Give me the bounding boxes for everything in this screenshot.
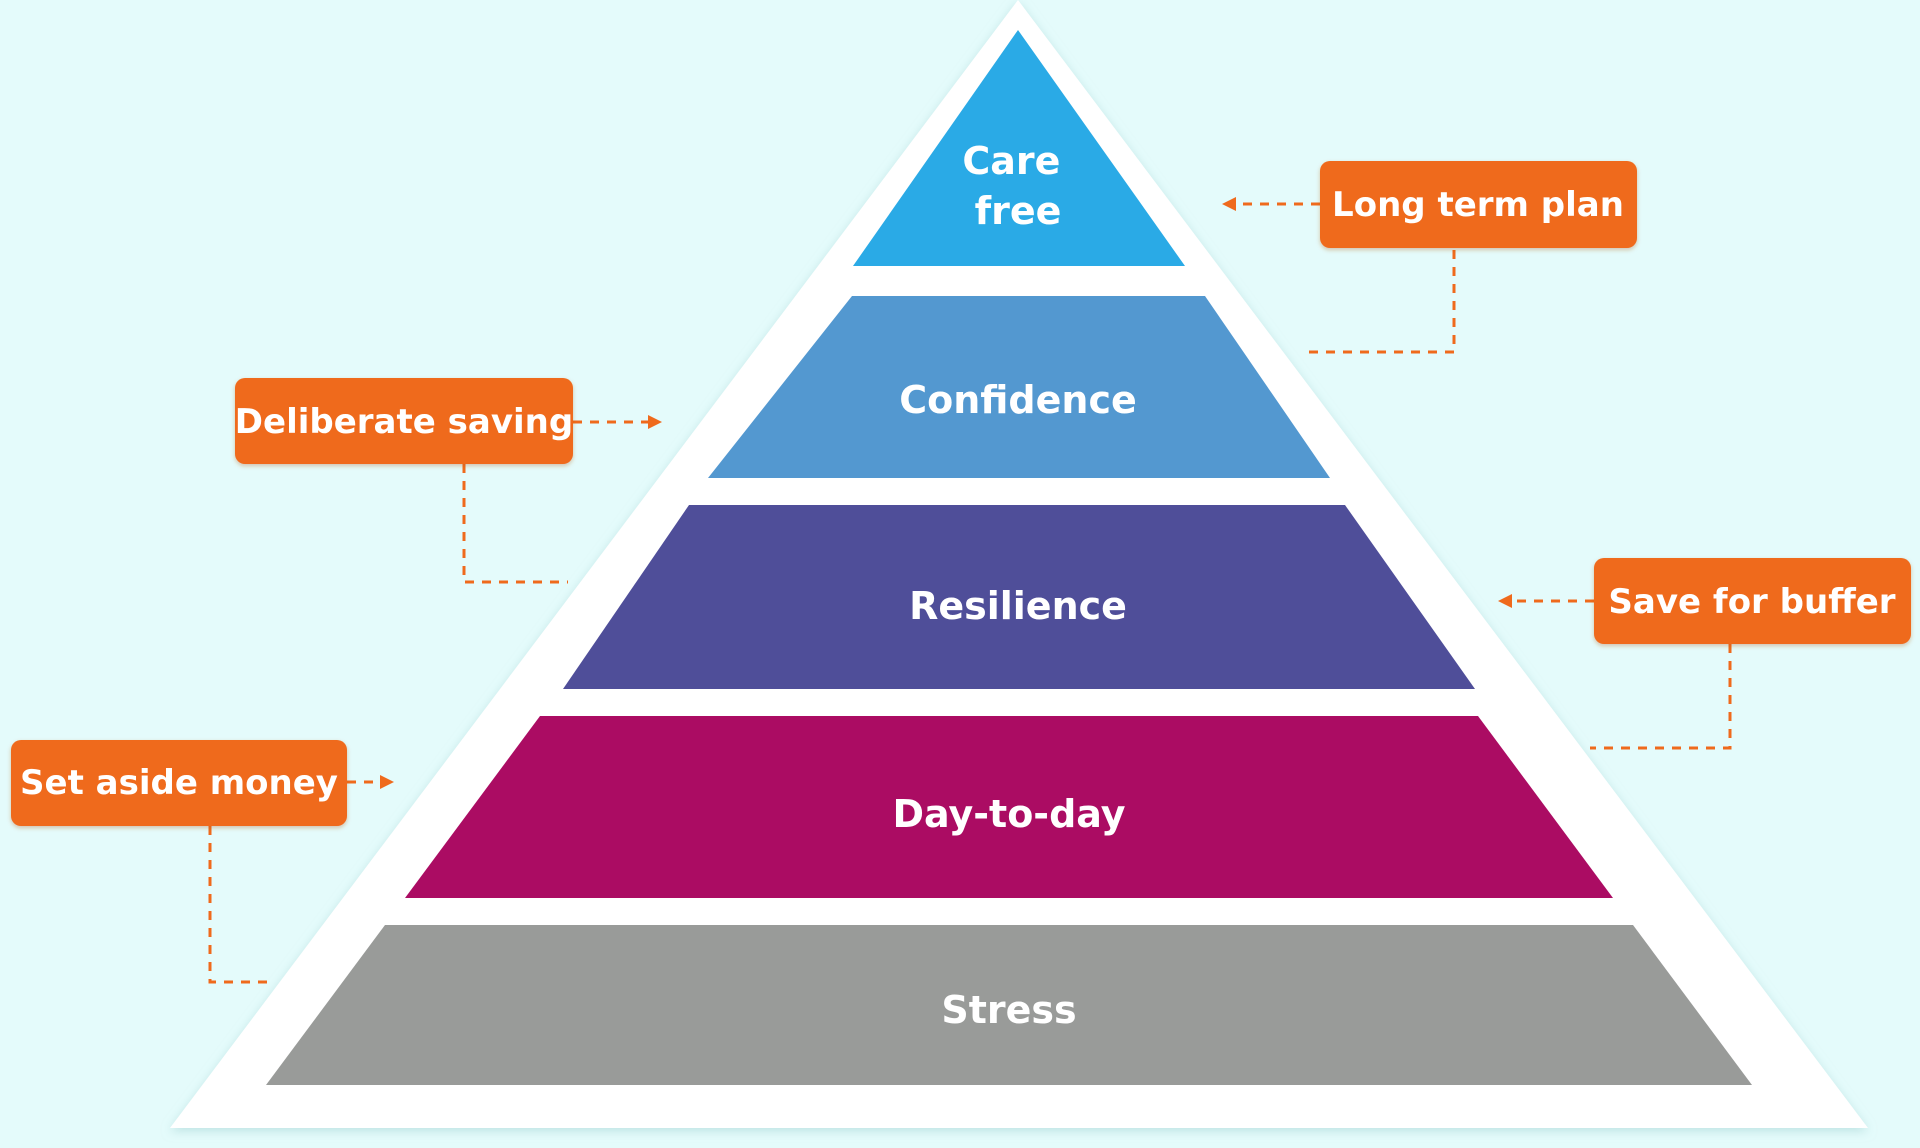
connector-long-term-plan bbox=[1304, 250, 1456, 354]
tier-day-to-day-label: Day-to-day bbox=[892, 792, 1125, 836]
arrow-set-aside-money-icon bbox=[380, 775, 394, 789]
connector-set-aside-money bbox=[208, 826, 275, 984]
callout-set-aside-money-box bbox=[11, 740, 347, 826]
tier-day-to-day-band bbox=[405, 716, 1613, 898]
callout-deliberate-saving-box bbox=[235, 378, 573, 464]
tier-resilience: Resilience bbox=[563, 505, 1475, 689]
tier-care-free-line-1: Care bbox=[962, 139, 1060, 183]
arrow-save-for-buffer-icon bbox=[1498, 594, 1512, 608]
tier-stress: Stress bbox=[266, 925, 1752, 1085]
arrow-long-term-plan-icon bbox=[1222, 197, 1236, 211]
callout-save-for-buffer-box bbox=[1594, 558, 1911, 644]
tier-stress-label: Stress bbox=[941, 988, 1076, 1032]
tier-care-free-label: Care free bbox=[962, 139, 1073, 233]
connector-save-for-buffer bbox=[1590, 644, 1732, 750]
callout-long-term-plan-label: Long term plan bbox=[1332, 185, 1624, 225]
tier-confidence: Confidence bbox=[708, 296, 1330, 478]
tier-resilience-band bbox=[563, 505, 1475, 689]
arrow-deliberate-saving-icon bbox=[648, 415, 662, 429]
callout-long-term-plan: Long term plan bbox=[1222, 161, 1637, 354]
callout-set-aside-money-label: Set aside money bbox=[20, 763, 338, 803]
tier-care-free: Care free bbox=[853, 30, 1185, 266]
callout-deliberate-saving-label: Deliberate saving bbox=[235, 402, 573, 442]
callout-save-for-buffer: Save for buffer bbox=[1498, 558, 1911, 750]
callout-long-term-plan-box bbox=[1320, 161, 1637, 248]
callout-save-for-buffer-label: Save for buffer bbox=[1608, 582, 1895, 622]
tier-care-free-band bbox=[853, 30, 1185, 266]
tier-confidence-label: Confidence bbox=[899, 378, 1137, 422]
tier-resilience-label: Resilience bbox=[909, 584, 1127, 628]
connector-deliberate-saving bbox=[462, 464, 568, 584]
callout-set-aside-money: Set aside money bbox=[11, 740, 394, 984]
tier-day-to-day: Day-to-day bbox=[405, 716, 1613, 898]
tier-stress-band bbox=[266, 925, 1752, 1085]
tier-confidence-band bbox=[708, 296, 1330, 478]
callout-deliberate-saving: Deliberate saving bbox=[235, 378, 662, 584]
tier-care-free-line-2: free bbox=[975, 189, 1062, 233]
